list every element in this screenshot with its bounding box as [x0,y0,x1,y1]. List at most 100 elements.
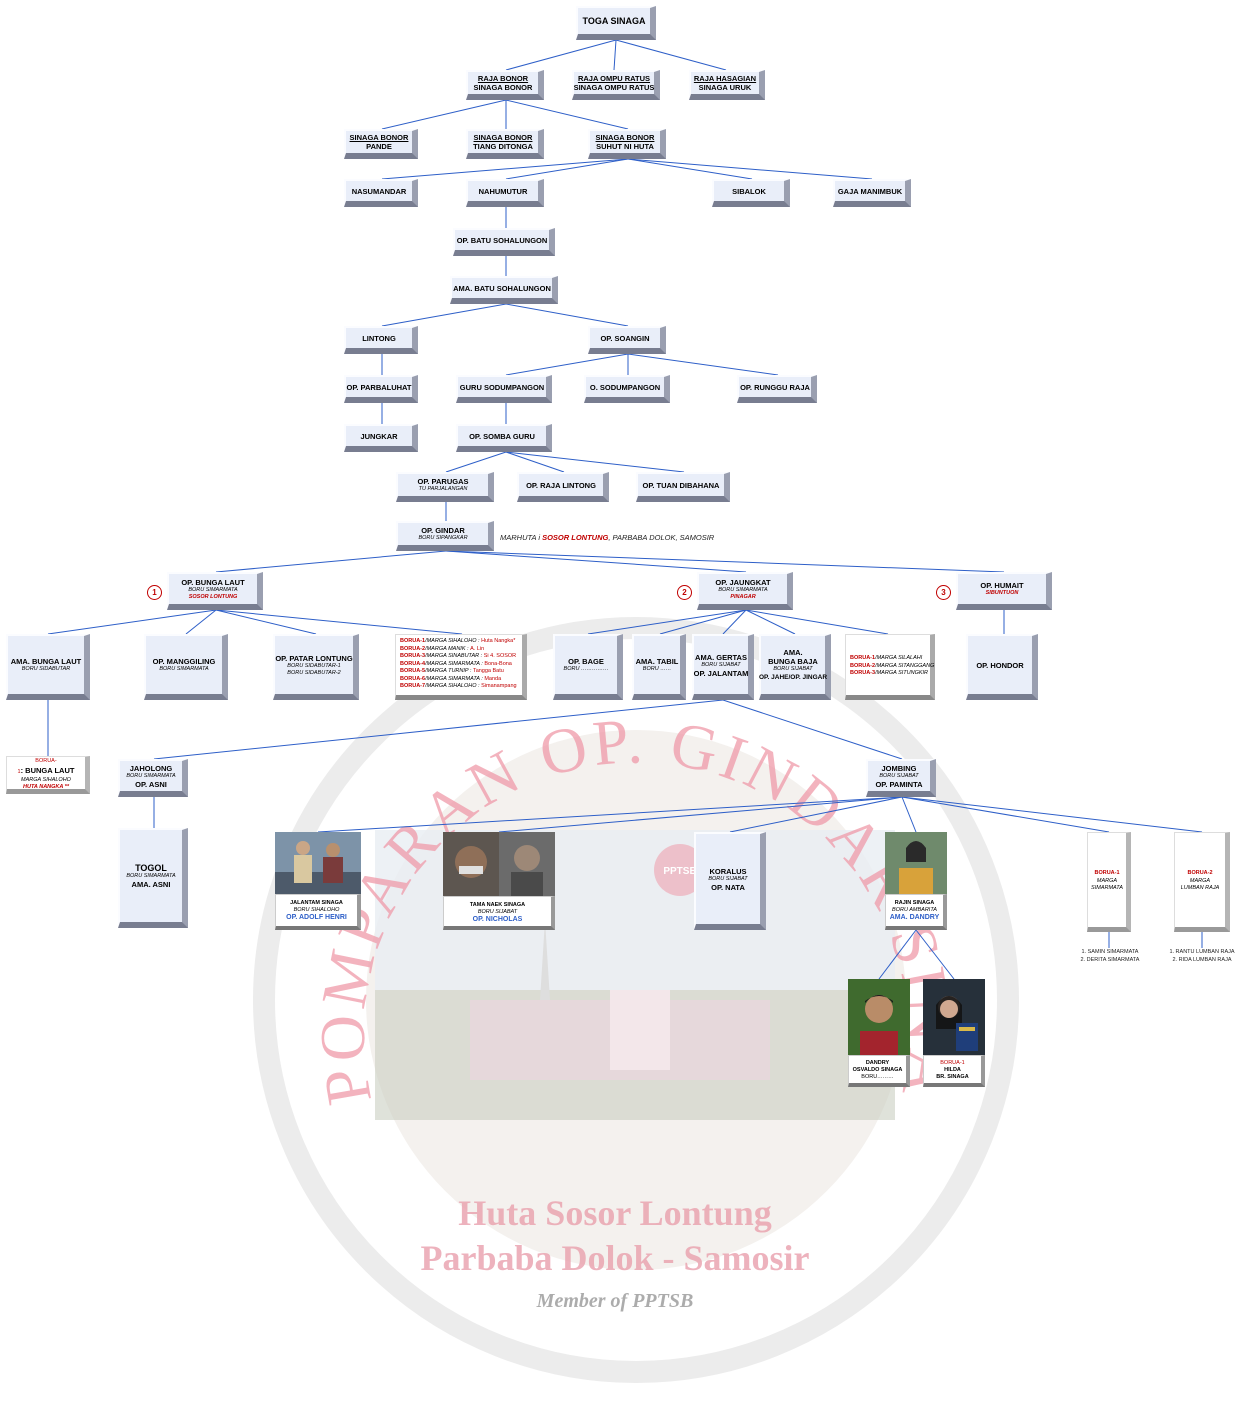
connector-line [627,158,753,180]
connector-line [722,609,747,635]
node-ama-batu-sohalungon[interactable]: AMA. BATU SOHALUNGON [450,276,558,304]
node-op-soangin[interactable]: OP. SOANGIN [588,326,666,354]
connector-line [498,796,903,833]
connector-line [381,99,507,130]
node-op-runggu-raja[interactable]: OP. RUNGGU RAJA [737,375,817,403]
caption-jalantam: JALANTAM SINAGA BORU SIHALOHO OP. ADOLF … [275,894,361,930]
watermark-line3: Member of PPTSB [536,1290,694,1312]
photo-jalantam-sinaga [275,832,361,894]
connector-line [505,353,629,376]
number-badge-1: 1 [147,585,162,600]
connector-line [215,609,463,635]
borua-row: BORUA-1/MARGA SILALAHI [850,655,923,661]
connector-line [505,39,617,71]
borua-row: BORUA-3/MARGA SITUNGKIR [850,670,929,676]
node-guru-sodumpangon[interactable]: GURU SODUMPANGON [456,375,552,403]
node-gaja-manimbuk[interactable]: GAJA MANIMBUK [833,179,911,207]
watermark-line1: Huta Sosor Lontung [458,1193,771,1233]
borua-row: BORUA-2/MARGA SITANGGANG [850,662,935,669]
photo-dandry [848,979,910,1055]
connector-line [613,39,617,71]
borua-row: BORUA-4/MARGA SIMARMATA : Bona-Bona [400,660,512,667]
borua-list-bunga-laut: BORUA-1/MARGA SIHALOHO : Huta Nangka*BOR… [395,634,527,700]
caption-hilda: BORUA-1 HILDA BR. SINAGA [923,1055,985,1087]
node-toga-sinaga[interactable]: TOGA SINAGA [576,6,656,40]
node-lintong[interactable]: LINTONG [344,326,418,354]
node-op-raja-lintong[interactable]: OP. RAJA LINTONG [517,472,609,502]
node-jungkar[interactable]: JUNGKAR [344,424,418,452]
connector-line [587,609,747,635]
borua-row: BORUA-3/MARGA SINABUTAR : Si 4. SOSOR [400,653,517,659]
connector-line [745,609,796,635]
node-op-parbaluhat[interactable]: OP. PARBALUHAT [344,375,418,403]
node-op-hondor[interactable]: OP. HONDOR [966,634,1038,700]
connector-line [445,550,1005,573]
connector-line [745,609,889,635]
connector-line [185,609,217,635]
connector-line [445,550,747,573]
connector-line [901,796,1203,833]
node-nasumandar[interactable]: NASUMANDAR [344,179,418,207]
borua-row: BORUA-6/MARGA SIMARMATA : Manda [400,675,502,682]
connector-line [445,451,507,473]
connector-line [505,99,629,130]
photo-tama-naek-sinaga [443,832,555,896]
node-o-sodumpangon[interactable]: O. SODUMPANGON [584,375,670,403]
photo-rajin-sinaga [885,832,947,894]
connector-line [215,550,447,573]
borua-row: BORUA-1/MARGA SIHALOHO : Huta Nangka* [400,638,516,644]
connector-line [878,929,917,980]
borua-row: BORUA-2/MARGA MANIK : A. Lin [400,645,485,652]
node-op-somba-guru[interactable]: OP. SOMBA GURU [456,424,552,452]
node-op-tuan-dibahana[interactable]: OP. TUAN DIBAHANA [636,472,730,502]
caption-rajin: RAJIN SINAGA BORU AMBARITA AMA. DANDRY [885,894,947,930]
node-op-batu-sohalungon[interactable]: OP. BATU SOHALUNGON [453,228,555,256]
connector-line [505,451,685,473]
gindar-note: MARHUTA i SOSOR LONTUNG, PARBABA DOLOK, … [500,533,715,542]
connector-line [381,158,629,180]
connector-line [627,158,873,180]
number-badge-3: 3 [936,585,951,600]
connector-line [729,796,903,833]
connector-line [627,353,779,376]
borua-row: BORUA-7/MARGA SIHALOHO : Simanampang [400,683,517,689]
connector-line [505,303,629,327]
connector-line [901,796,917,833]
watermark-line2: Parbaba Dolok - Samosir [420,1238,809,1278]
node-nahumutur[interactable]: NAHUMUTUR [466,179,544,207]
connector-line [317,796,903,833]
photo-hilda [923,979,985,1055]
connector-line [47,609,217,635]
connector-line [615,39,727,71]
node-sibalok[interactable]: SIBALOK [712,179,790,207]
